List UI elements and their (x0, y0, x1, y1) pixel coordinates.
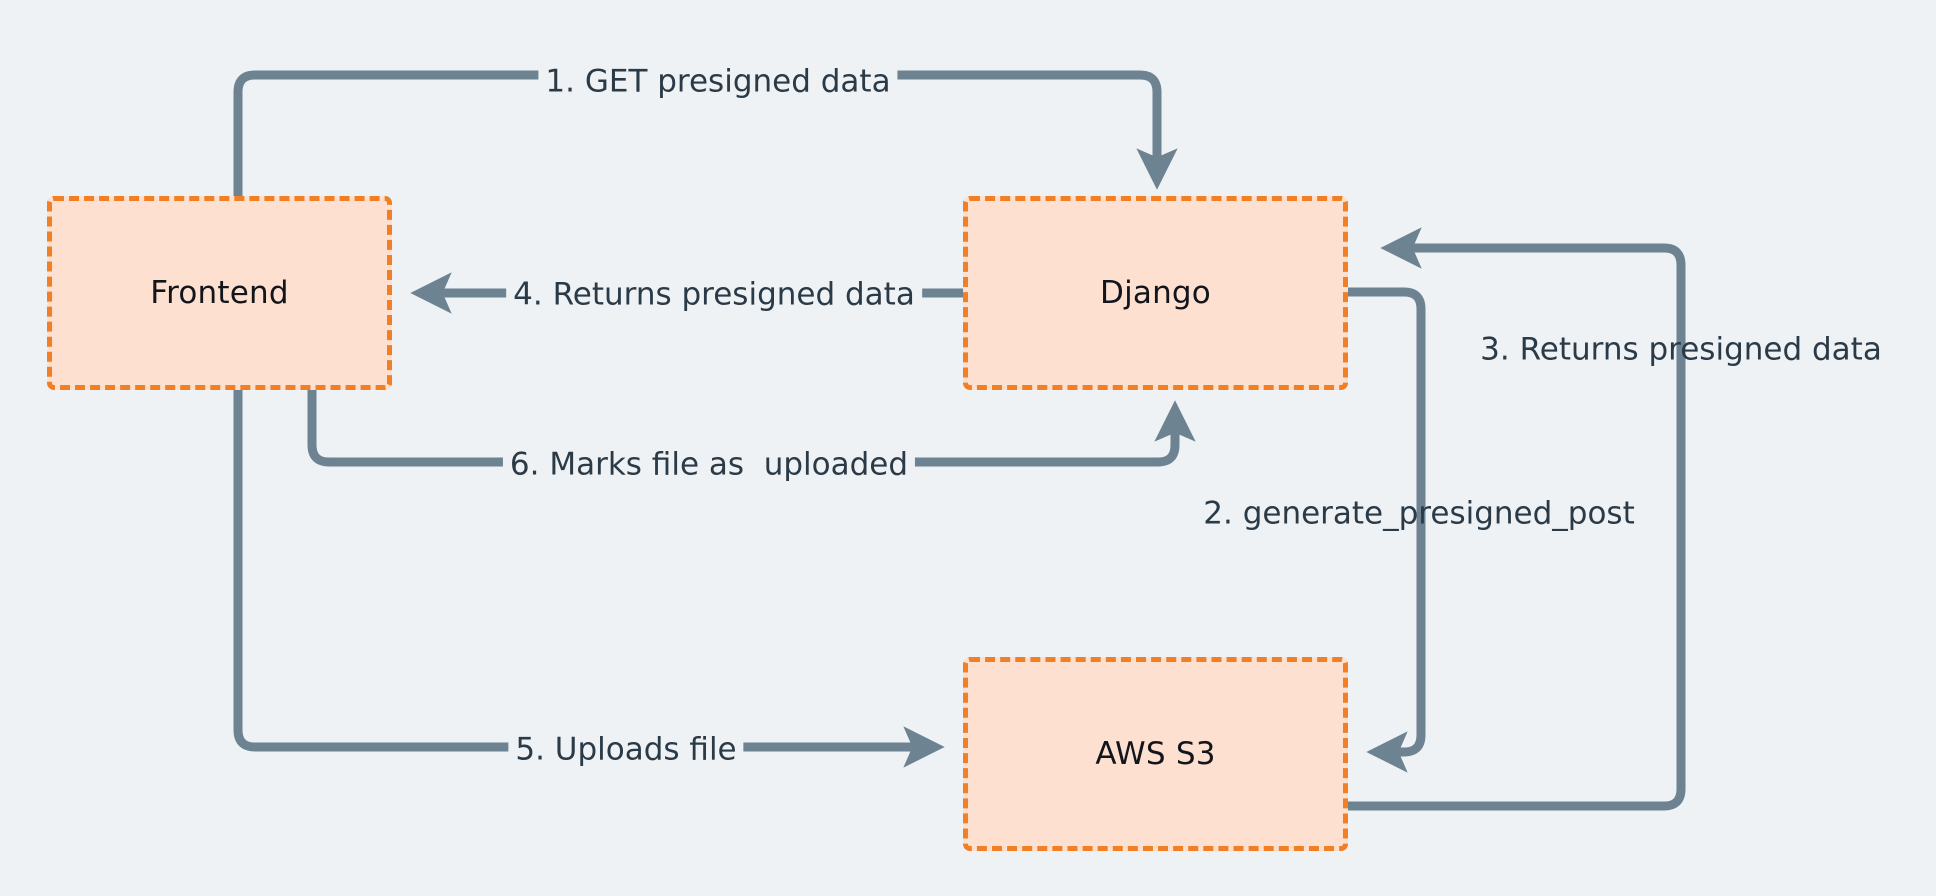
node-frontend-label: Frontend (150, 275, 289, 311)
edge-5-path (233, 385, 945, 768)
edge-3-label: 3. Returns presigned data (1480, 331, 1882, 368)
edge-3-path (1343, 227, 1686, 811)
node-aws-s3[interactable]: AWS S3 (963, 657, 1348, 851)
node-aws-s3-label: AWS S3 (1095, 736, 1216, 772)
edge-1-label: 1. GET presigned data (538, 63, 898, 101)
edge-4-label: 4. Returns presigned data (506, 276, 922, 314)
node-frontend[interactable]: Frontend (47, 196, 392, 390)
edge-6-label: 6. Marks file as uploaded (502, 446, 916, 484)
node-django-label: Django (1100, 275, 1211, 311)
edge-2-path (1343, 287, 1426, 773)
node-django[interactable]: Django (963, 196, 1348, 390)
edge-2-label: 2. generate_presigned_post (1203, 495, 1635, 532)
edge-5-label: 5. Uploads file (508, 731, 744, 769)
